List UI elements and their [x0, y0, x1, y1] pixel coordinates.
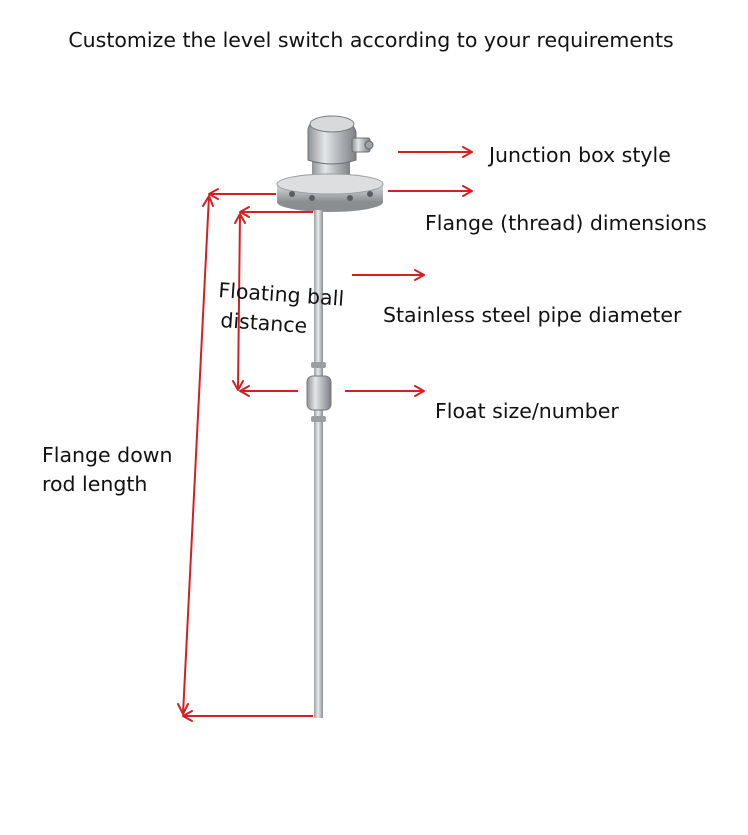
label-float-size: Float size/number	[435, 399, 619, 423]
junction-box	[307, 115, 374, 182]
label-floating-ball: Floating ball	[218, 278, 345, 311]
stop-ring	[311, 362, 326, 368]
label-rod-length: rod length	[42, 472, 147, 496]
page-title: Customize the level switch according to …	[68, 28, 673, 52]
label-floating-ball-distance: distance	[220, 308, 308, 338]
stainless-pipe	[314, 210, 323, 718]
dimension-floating-ball-distance	[232, 206, 313, 397]
float-assembly	[306, 362, 332, 422]
float-ball	[306, 375, 332, 411]
dimension-rod-length	[177, 188, 313, 722]
flange	[276, 173, 384, 212]
junction-box-lid	[309, 115, 355, 133]
label-flange-down: Flange down	[42, 443, 173, 467]
flange-bolt-hole	[289, 191, 295, 197]
arrow-flange	[388, 185, 473, 197]
flange-bolt-hole	[309, 195, 315, 201]
label-flange-dimensions: Flange (thread) dimensions	[425, 211, 707, 235]
arrow-pipe-diameter	[352, 269, 425, 281]
flange-top	[276, 173, 384, 195]
gland-nut	[364, 140, 374, 150]
arrow-junction-box	[398, 146, 473, 158]
flange-bolt-hole	[347, 195, 353, 201]
arrow-float-size	[345, 385, 425, 397]
stop-ring	[311, 416, 326, 422]
flange-bolt-hole	[367, 191, 373, 197]
label-junction-box-style: Junction box style	[487, 143, 671, 167]
label-pipe-diameter: Stainless steel pipe diameter	[383, 303, 682, 327]
